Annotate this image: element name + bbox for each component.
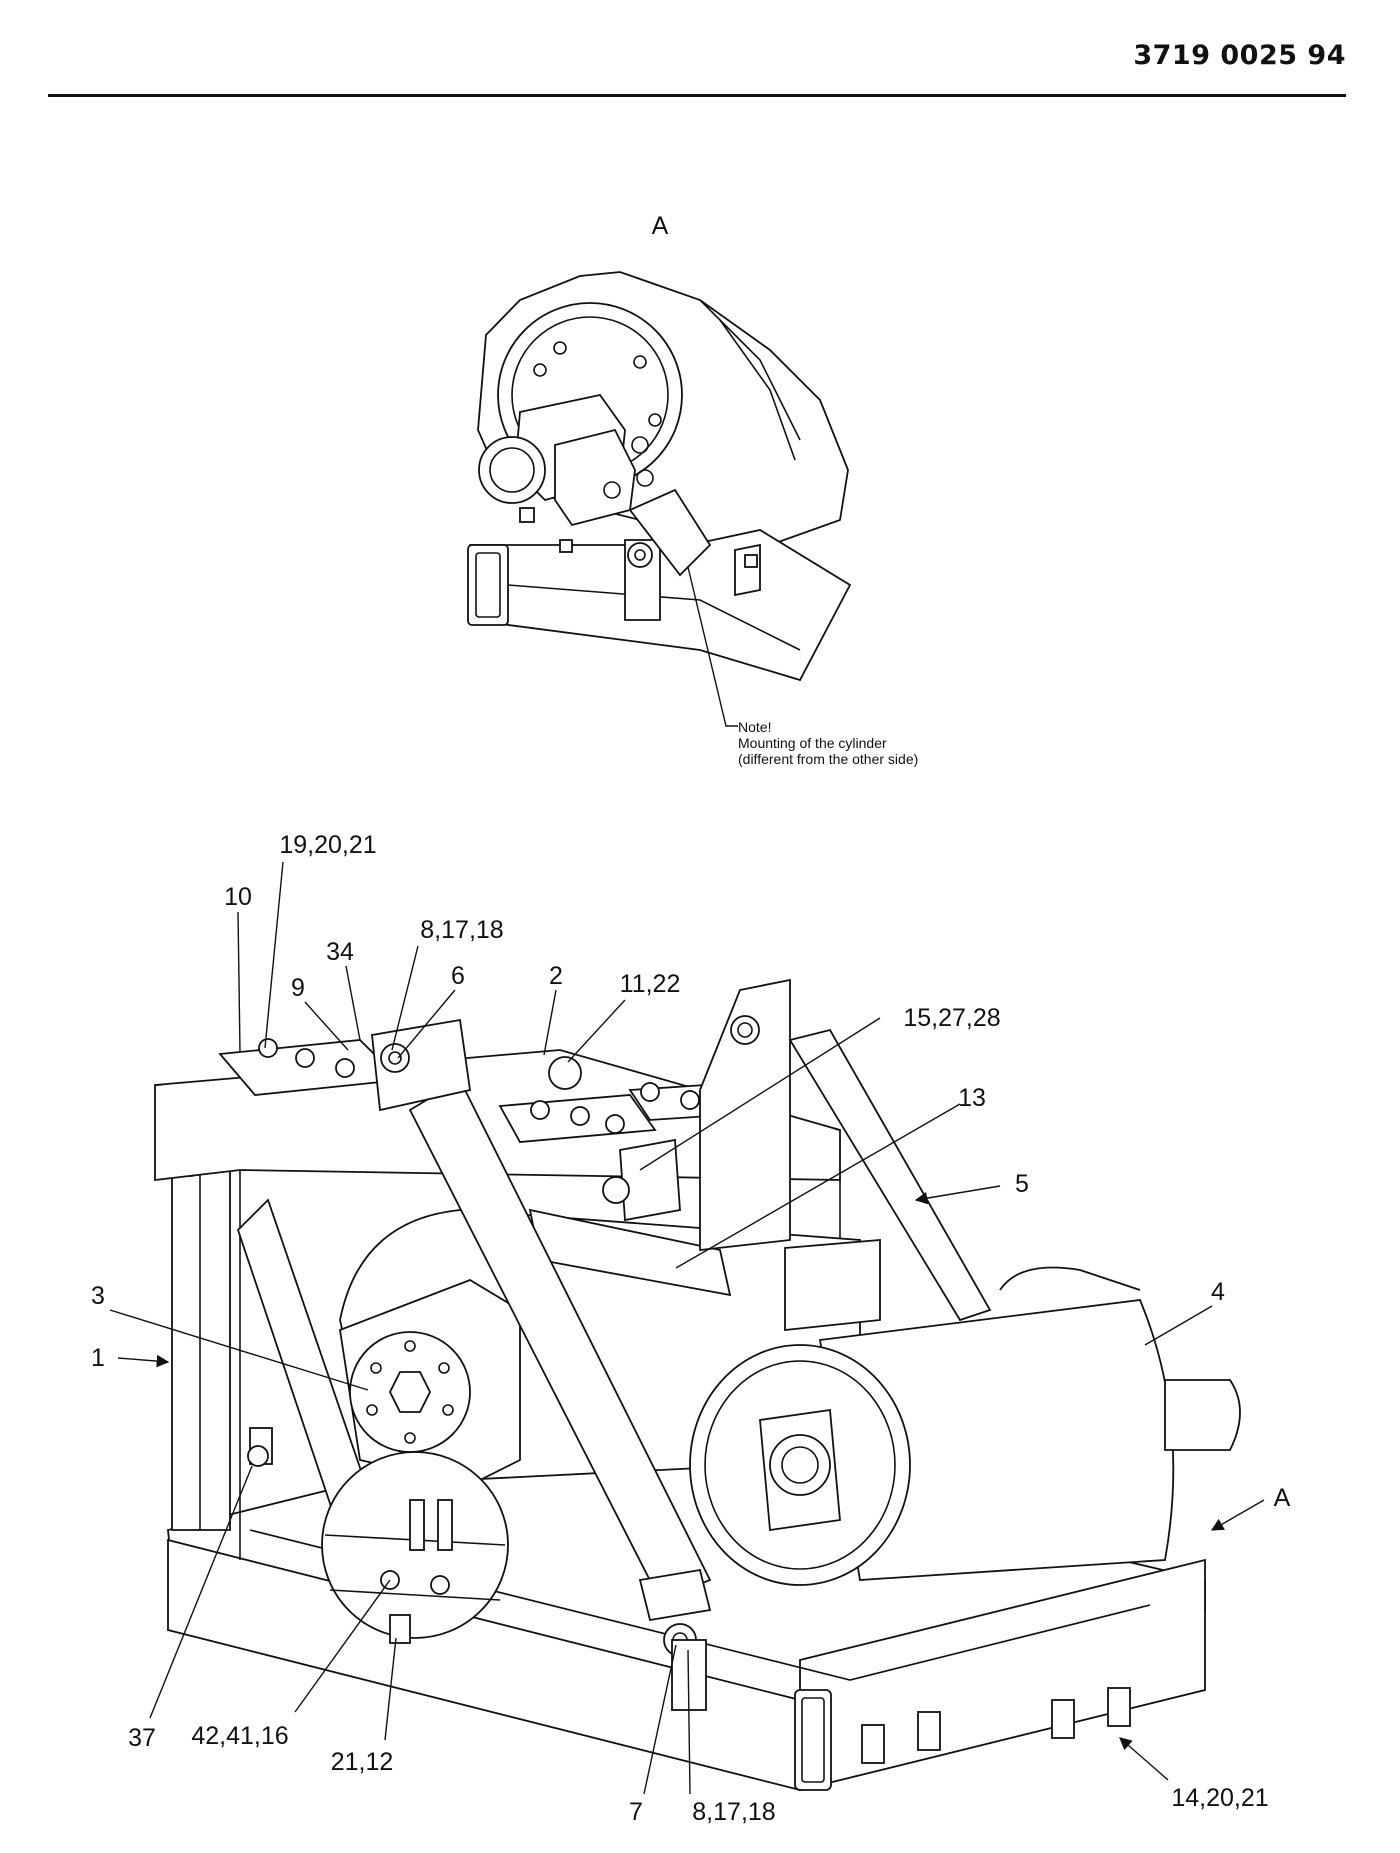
callout-label: 15,27,28: [903, 1004, 1000, 1032]
note-title: Note!: [738, 719, 771, 735]
mounting-feet: [861, 1687, 1131, 1764]
callout-label: 3: [91, 1282, 105, 1310]
callout-label: 14,20,21: [1171, 1784, 1268, 1812]
flange-bolt-holes: [366, 1340, 454, 1444]
callout-label: 42,41,16: [191, 1722, 288, 1750]
callout-label: 21,12: [331, 1748, 394, 1776]
callout-label: 34: [326, 938, 354, 966]
document-number: 3719 0025 94: [1133, 40, 1346, 71]
callout-label: 5: [1015, 1170, 1029, 1198]
callout-label: 37: [128, 1724, 156, 1752]
callout-label: A: [1274, 1484, 1291, 1512]
callout-label: 6: [451, 962, 465, 990]
detail-view-label: A: [652, 212, 669, 240]
callout-label: 10: [224, 883, 252, 911]
callout-label: 9: [291, 974, 305, 1002]
callout-label: 7: [629, 1798, 643, 1826]
detail-view-a: A: [467, 212, 918, 767]
bolt-heads: [258, 1038, 735, 1134]
callout-label: 8,17,18: [420, 916, 503, 944]
callout-leader-lines: [109, 861, 1265, 1795]
detail-winch-illustration: [467, 271, 852, 682]
header-rule: [48, 94, 1346, 97]
callout-label: 1: [91, 1344, 105, 1372]
callout-label: 11,22: [620, 970, 681, 998]
callout-label: 2: [549, 962, 563, 990]
callout-label: 19,20,21: [279, 831, 376, 859]
main-assembly-illustration: [154, 978, 1241, 1792]
callout-label: 4: [1211, 1278, 1225, 1306]
note-line-2: (different from the other side): [738, 751, 918, 767]
callout-label: 8,17,18: [692, 1798, 775, 1826]
callout-labels: 19,20,21 10 8,17,18 34 9 6 2 11,22 15,27…: [91, 831, 1291, 1826]
callout-label: 13: [958, 1084, 986, 1112]
note-leader-line: [687, 566, 738, 727]
note-line-1: Mounting of the cylinder: [738, 735, 887, 751]
